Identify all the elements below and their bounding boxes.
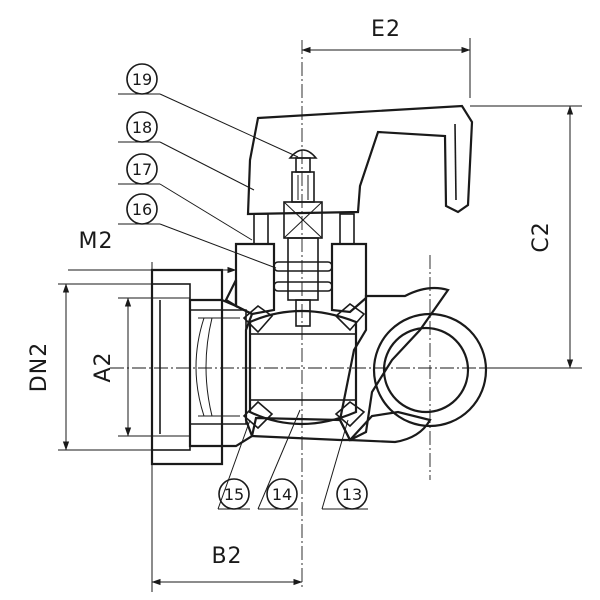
female-connector bbox=[150, 268, 247, 466]
callout-13-label: 13 bbox=[342, 485, 362, 504]
callout-13: 13 bbox=[321, 419, 368, 510]
dimension-a2: A2 bbox=[91, 297, 190, 437]
dimension-e2-label: E2 bbox=[371, 17, 401, 42]
dimension-dn2: DN2 bbox=[27, 283, 152, 451]
valve-stem bbox=[283, 171, 323, 327]
callout-17-label: 17 bbox=[132, 160, 152, 179]
dimension-m2: M2 bbox=[68, 229, 237, 280]
dimension-dn2-label: DN2 bbox=[27, 342, 52, 392]
callout-15: 15 bbox=[217, 419, 251, 510]
callout-19-label: 19 bbox=[132, 70, 152, 89]
dimension-b2: B2 bbox=[151, 464, 303, 592]
dimension-m2-label: M2 bbox=[79, 229, 114, 254]
callout-15-label: 15 bbox=[224, 485, 244, 504]
callout-19: 19 bbox=[118, 63, 299, 158]
handle-screw bbox=[288, 149, 318, 173]
callout-14: 14 bbox=[257, 409, 301, 510]
dimension-e2: E2 bbox=[301, 17, 471, 98]
seats bbox=[242, 302, 366, 430]
dimension-a2-label: A2 bbox=[91, 351, 116, 382]
callout-16-label: 16 bbox=[132, 200, 152, 219]
dimension-c2: C2 bbox=[470, 105, 582, 369]
callout-18: 18 bbox=[118, 111, 255, 191]
dimension-c2-label: C2 bbox=[529, 221, 554, 252]
valve-body bbox=[220, 242, 450, 448]
callout-17: 17 bbox=[118, 153, 253, 241]
o-rings bbox=[273, 261, 333, 292]
ball bbox=[248, 309, 358, 426]
lever-handle bbox=[246, 104, 474, 216]
callout-16: 16 bbox=[118, 193, 277, 269]
callout-14-label: 14 bbox=[272, 485, 292, 504]
dimension-b2-label: B2 bbox=[211, 544, 242, 569]
callout-18-label: 18 bbox=[132, 118, 152, 137]
centerlines bbox=[110, 40, 500, 590]
